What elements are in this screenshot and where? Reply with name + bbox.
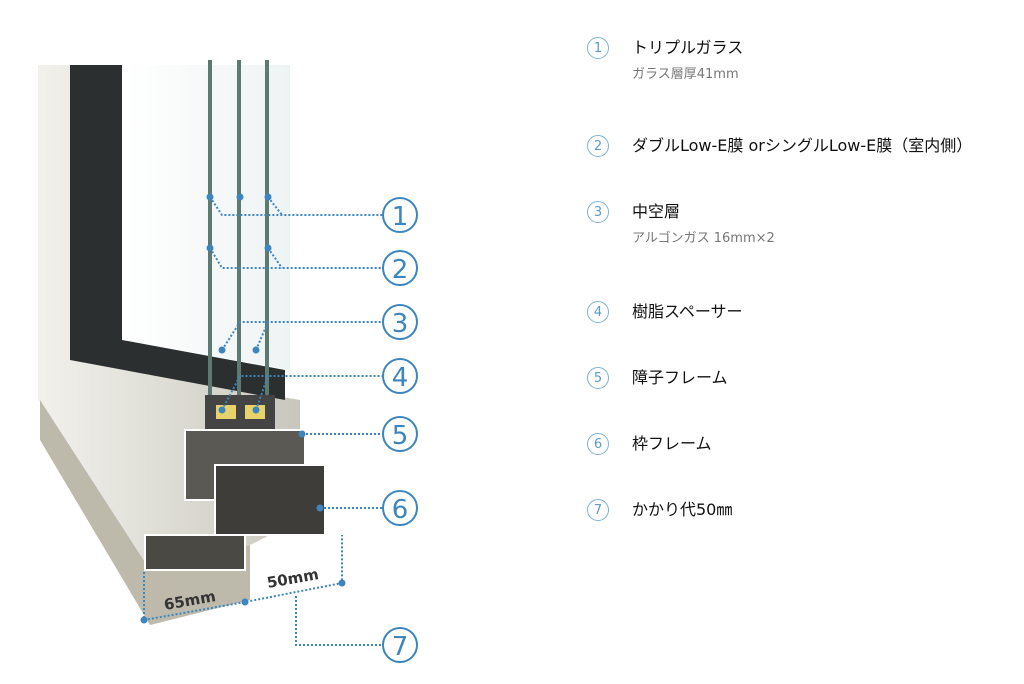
svg-text:2: 2 [392, 255, 409, 285]
window-cross-section-illustration: 65mm 50mm 1 2 3 4 5 6 7 [38, 60, 418, 663]
spacer-left [216, 405, 236, 419]
callout-1: 1 [382, 197, 418, 233]
leader-lines [140, 193, 383, 646]
svg-text:3: 3 [392, 309, 409, 339]
legend-number: 6 [587, 433, 609, 455]
legend-number: 5 [587, 367, 609, 389]
callout-2: 2 [382, 250, 418, 286]
callout-3: 3 [382, 304, 418, 340]
legend-title: 障子フレーム [632, 368, 728, 387]
legend-number: 3 [587, 201, 609, 223]
legend-number: 7 [587, 499, 609, 521]
legend-sub: アルゴンガス 16mm×2 [632, 231, 775, 246]
callout-5: 5 [382, 416, 418, 452]
svg-text:6: 6 [392, 495, 409, 525]
legend-title: 樹脂スペーサー [632, 302, 743, 321]
legend-number: 4 [587, 301, 609, 323]
dark-frame-edge [70, 65, 285, 400]
svg-text:1: 1 [392, 202, 409, 232]
legend-number: 1 [587, 37, 609, 59]
legend-title: 中空層 [632, 202, 681, 221]
callout-6: 6 [382, 490, 418, 526]
glass-view [125, 65, 290, 370]
legend-title: トリプルガラス [632, 38, 744, 57]
callout-7: 7 [382, 627, 418, 663]
legend-sub: ガラス層厚41mm [632, 67, 739, 82]
legend-number: 2 [587, 135, 609, 157]
callout-4: 4 [382, 358, 418, 394]
svg-text:5: 5 [392, 421, 409, 451]
svg-text:4: 4 [392, 363, 409, 393]
legend-title: 枠フレーム [632, 434, 712, 453]
legend-title: かかり代50㎜ [632, 500, 733, 519]
dimension-50mm: 50mm [266, 565, 320, 592]
legend-title: ダブルLow-E膜 orシングルLow-E膜（室内側） [632, 136, 973, 155]
frame-profile [144, 429, 326, 571]
svg-text:7: 7 [392, 632, 409, 662]
glass-panes [208, 60, 269, 425]
